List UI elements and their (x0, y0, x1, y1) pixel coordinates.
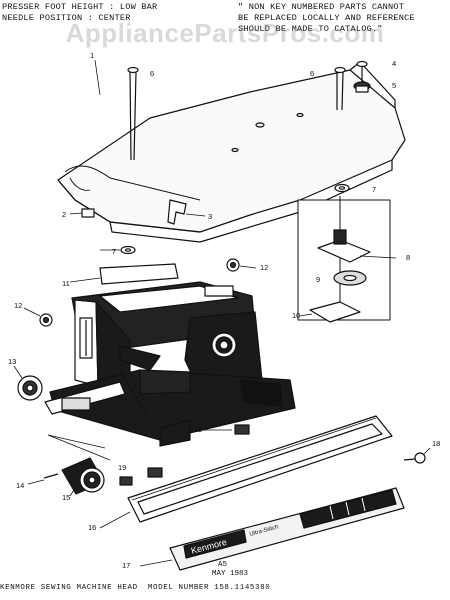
callout-6: 6 (310, 69, 314, 78)
callout-10: 10 (292, 311, 300, 320)
callout-19: 19 (194, 425, 202, 434)
machine-head-body (44, 281, 296, 447)
base-plate-part-10 (299, 301, 361, 323)
knob-part-12-left (23, 307, 53, 327)
callout-1: 1 (90, 51, 94, 60)
callout-12: 12 (260, 263, 268, 272)
callout-4: 4 (392, 59, 396, 68)
washer-part-7-right (334, 183, 350, 193)
push-button-part-19-b (147, 467, 163, 478)
callout-14: 14 (16, 481, 24, 490)
bracket-part-3 (167, 199, 206, 225)
callout-17: 17 (122, 561, 130, 570)
push-button-part-19-a (119, 476, 133, 486)
callout-2: 2 (62, 210, 66, 219)
set-screw-part-14 (27, 473, 59, 485)
replacement-note: " NON KEY NUMBERED PARTS CANNOT BE REPLA… (238, 2, 415, 35)
note-line-3: SHOULD BE MADE TO CATALOG." (238, 24, 383, 34)
callout-18: 18 (432, 439, 440, 448)
date-code: A5 (218, 561, 228, 569)
callout-15: 15 (62, 493, 70, 502)
callout-19: 19 (118, 463, 126, 472)
spool-pin-part-4 (356, 60, 368, 82)
handwheel-cap-part-13 (13, 365, 43, 401)
leader-line (94, 59, 101, 96)
spool-holder-part-5 (353, 81, 371, 93)
callout-6: 6 (150, 69, 154, 78)
leader-line (47, 434, 111, 461)
callout-3: 3 (208, 212, 212, 221)
disc-part-9 (333, 270, 367, 286)
thread-guide-assembly-part-8 (297, 196, 397, 321)
screw-part-18 (403, 447, 431, 464)
callout-8: 8 (406, 253, 410, 262)
screw-part-6-right (334, 66, 346, 111)
callout-7: 7 (372, 185, 376, 194)
leader-line (119, 369, 151, 421)
knob-part-12-right (226, 258, 257, 272)
latch-part-2 (69, 208, 95, 218)
watermark: AppliancePartsPros.com (65, 18, 385, 48)
trim-strip-part-11 (69, 263, 179, 285)
callout-9: 9 (316, 275, 320, 284)
nameplate-part-17 (139, 487, 405, 571)
callout-16: 16 (88, 523, 96, 532)
needle-position-line: NEEDLE POSITION : CENTER (2, 13, 131, 23)
push-button-part-19-c (234, 424, 250, 435)
front-panel-frame-part-16 (99, 415, 393, 529)
note-line-2: BE REPLACED LOCALLY AND REFERENCE (238, 13, 415, 23)
callout-11: 11 (62, 279, 70, 288)
callout-7: 7 (112, 247, 116, 256)
model-footer: KENMORE SEWING MACHINE HEAD MODEL NUMBER… (0, 584, 271, 592)
leader-line (47, 434, 106, 449)
stitch-dial-part-15 (61, 457, 105, 497)
presser-foot-height-line: PRESSER FOOT HEIGHT : LOW BAR (2, 2, 158, 12)
callout-13: 13 (8, 357, 16, 366)
screw-part-6-left (127, 66, 139, 161)
washer-part-7-left (100, 245, 136, 255)
presser-foot-spec: PRESSER FOOT HEIGHT : LOW BAR NEEDLE POS… (2, 2, 157, 24)
callout-12: 12 (14, 301, 22, 310)
note-line-1: " NON KEY NUMBERED PARTS CANNOT (238, 2, 405, 12)
top-cover (57, 61, 406, 243)
revision-date: MAY 1983 (212, 570, 249, 578)
callout-5: 5 (392, 81, 396, 90)
